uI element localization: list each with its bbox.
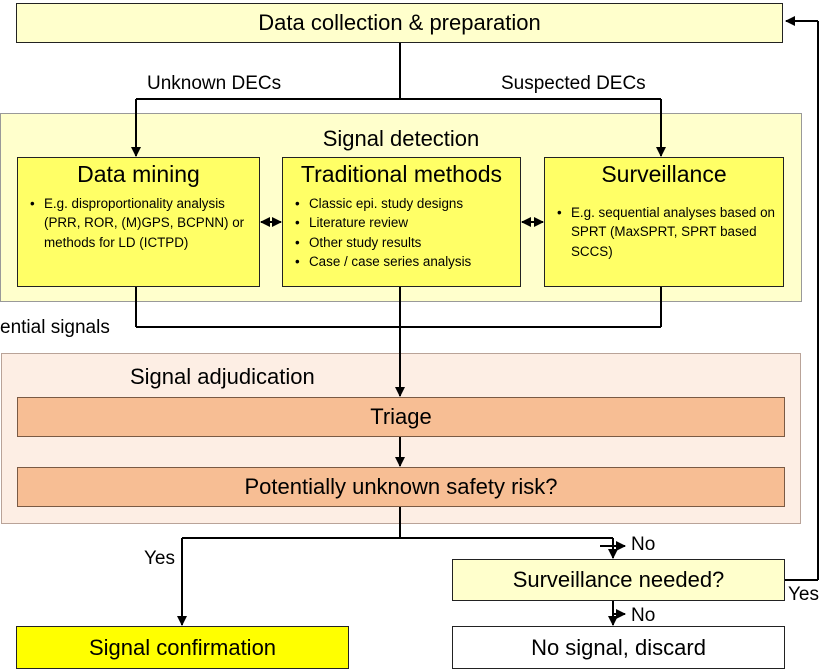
safety-risk-box: Potentially unknown safety risk? xyxy=(17,467,785,507)
list-item: Other study results xyxy=(293,233,471,253)
signal-confirmation-label: Signal confirmation xyxy=(88,634,277,660)
suspected-decs-label: Suspected DECs xyxy=(501,73,646,94)
triage-box: Triage xyxy=(17,397,785,437)
yes-left-label: Yes xyxy=(144,548,175,569)
traditional-methods-title: Traditional methods xyxy=(300,161,503,187)
list-item: Classic epi. study designs xyxy=(293,194,471,214)
list-item: Case / case series analysis xyxy=(293,252,471,272)
list-item: E.g. disproportionality analysis (PRR, R… xyxy=(28,194,253,252)
surveillance-box: Surveillance E.g. sequential analyses ba… xyxy=(544,157,784,287)
list-item: E.g. sequential analyses based on SPRT (… xyxy=(555,203,777,261)
surveillance-list: E.g. sequential analyses based on SPRT (… xyxy=(555,203,777,261)
data-mining-title: Data mining xyxy=(77,161,200,187)
potential-signals-label: ential signals xyxy=(0,317,110,338)
safety-risk-label: Potentially unknown safety risk? xyxy=(244,474,558,499)
triage-label: Triage xyxy=(370,404,432,429)
data-collection-label: Data collection & preparation xyxy=(258,10,541,35)
yes-right-label: Yes xyxy=(788,584,819,605)
surveillance-needed-label: Surveillance needed? xyxy=(512,567,725,592)
no-upper-label: No xyxy=(631,534,656,555)
unknown-decs-label: Unknown DECs xyxy=(147,73,282,94)
no-lower-label: No xyxy=(631,605,656,626)
surveillance-title: Surveillance xyxy=(601,161,727,187)
signal-detection-title: Signal detection xyxy=(322,126,480,151)
signal-adjudication-title: Signal adjudication xyxy=(130,364,315,389)
data-collection-box: Data collection & preparation xyxy=(16,3,783,43)
signal-confirmation-box: Signal confirmation xyxy=(16,626,349,669)
data-mining-box: Data mining E.g. disproportionality anal… xyxy=(17,157,260,287)
data-mining-list: E.g. disproportionality analysis (PRR, R… xyxy=(28,194,253,252)
traditional-methods-list: Classic epi. study designs Literature re… xyxy=(293,194,471,271)
traditional-methods-box: Traditional methods Classic epi. study d… xyxy=(282,157,521,287)
no-signal-box: No signal, discard xyxy=(452,626,785,669)
no-signal-label: No signal, discard xyxy=(531,634,706,660)
surveillance-needed-box: Surveillance needed? xyxy=(452,559,785,601)
list-item: Literature review xyxy=(293,213,471,233)
